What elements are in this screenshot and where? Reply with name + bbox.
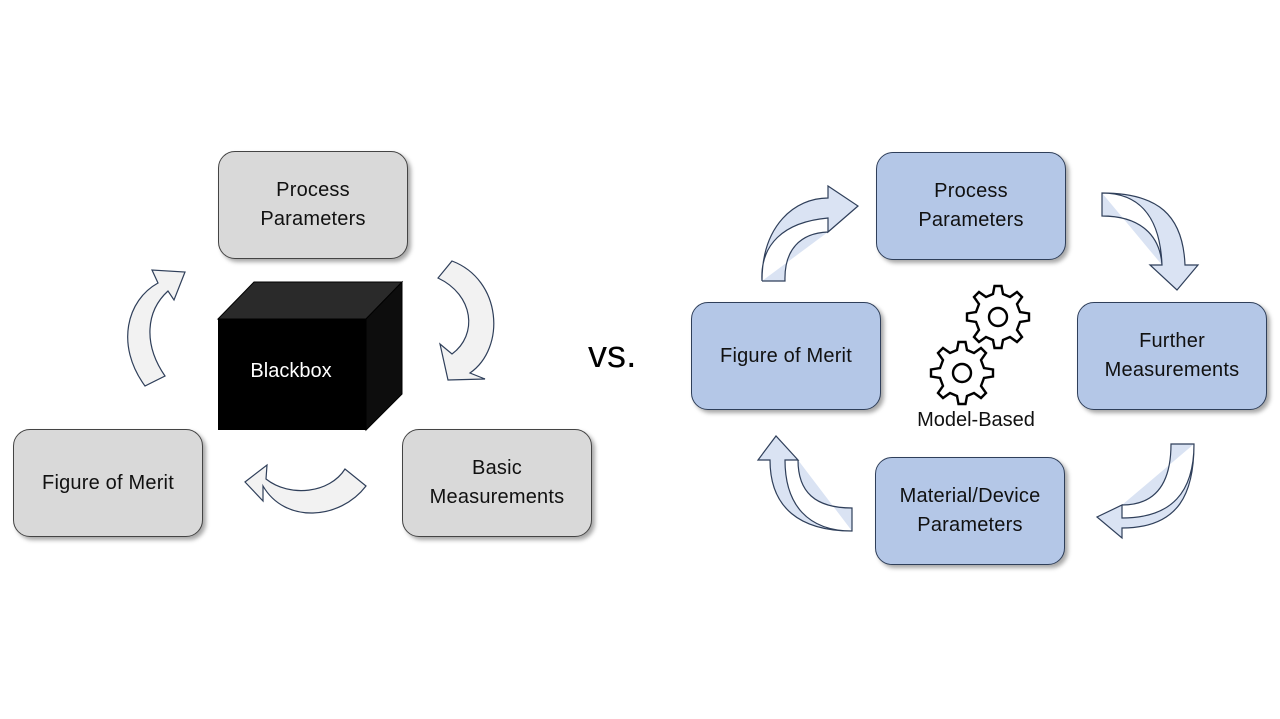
right-material-device-box: Material/Device Parameters (875, 457, 1065, 565)
model-based-label: Model-Based (917, 409, 1035, 431)
left-arrow-to-basic (437, 260, 495, 381)
left-arrow-to-process (127, 269, 186, 387)
left-figure-of-merit-box: Figure of Merit (13, 429, 203, 537)
right-arrow-to-material (1095, 443, 1195, 540)
left-process-parameters-box: Process Parameters (218, 151, 408, 259)
vs-label: vs. (588, 334, 637, 376)
right-figure-of-merit-box: Figure of Merit (691, 302, 881, 410)
left-arrow-to-figure (244, 463, 367, 514)
right-arrow-to-further (1101, 192, 1200, 291)
gear-icon (965, 284, 1031, 350)
blackbox-cube (216, 280, 404, 432)
blackbox-label: Blackbox (250, 360, 332, 382)
right-arrow-to-process (761, 184, 859, 282)
right-process-parameters-box: Process Parameters (876, 152, 1066, 260)
left-basic-measurements-box: Basic Measurements (402, 429, 592, 537)
right-further-measurements-box: Further Measurements (1077, 302, 1267, 410)
gear-icon (929, 340, 995, 406)
right-arrow-to-figure (756, 435, 853, 532)
